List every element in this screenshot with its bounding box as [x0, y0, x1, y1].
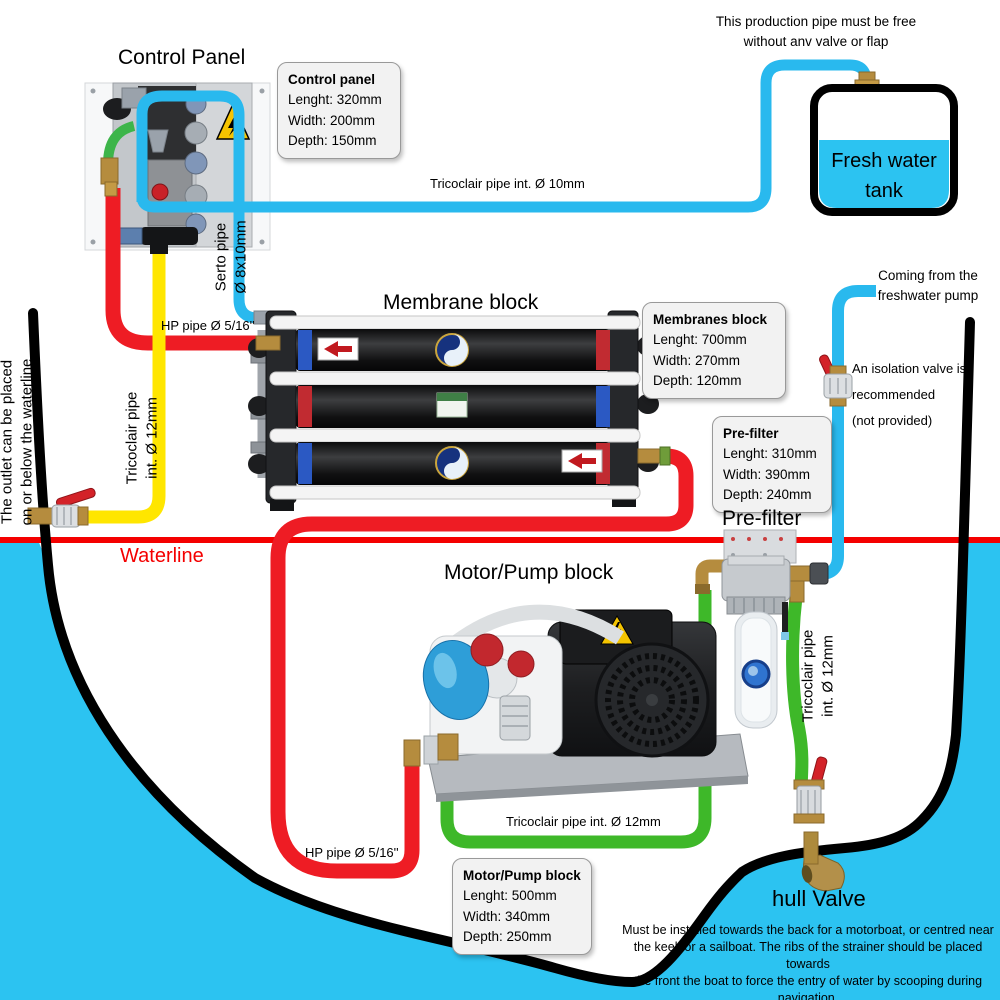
infobox-title: Control panel [288, 72, 375, 87]
infobox-line: Lenght: 700mm [653, 332, 747, 348]
production-pipe-note: This production pipe must be free withou… [715, 14, 917, 50]
motor-pump-infobox: Motor/Pump block Lenght: 500mm Width: 34… [452, 858, 592, 955]
serto-pipe [136, 90, 288, 324]
brine-outlet-pipe [70, 249, 166, 524]
pipes [70, 59, 876, 879]
production-pipe [136, 59, 872, 213]
infobox-title: Motor/Pump block [463, 868, 581, 883]
pre-filter-title: Pre-filter [722, 507, 802, 530]
infobox-line: Lenght: 500mm [463, 888, 557, 904]
fresh-water-tank-label: Fresh water tank [831, 150, 937, 202]
infobox-line: Width: 390mm [723, 466, 811, 482]
tricoclair-12-green-label: Tricoclair pipe int. Ø 12mm [506, 814, 661, 829]
infobox-line: Lenght: 310mm [723, 446, 817, 462]
panel-fittings [100, 121, 169, 254]
prefilter-to-pump-pipe [440, 590, 712, 849]
flow-arrow-sticker [561, 449, 603, 473]
infobox-line: Width: 340mm [463, 908, 551, 924]
infobox-line: Width: 200mm [288, 112, 376, 128]
isolation-valve-note: An isolation valve is recommended (not p… [852, 361, 967, 428]
tricoclair-10-label: Tricoclair pipe int. Ø 10mm [430, 176, 585, 191]
hull-valve-title: hull Valve [772, 886, 866, 911]
hull-valve-graphic [793, 756, 845, 892]
motor-pump-title: Motor/Pump block [444, 561, 614, 584]
tricoclair-12-yellow-label: Tricoclair pipe int. Ø 12mm [123, 391, 161, 485]
infobox-line: Depth: 240mm [723, 486, 812, 502]
pump-red-cap [507, 650, 535, 678]
membrane-block-title: Membrane block [383, 291, 539, 314]
waterline-line [0, 537, 1000, 543]
brass-elbow [695, 559, 728, 594]
serto-pipe-label: Serto pipe Ø 8x10mm [212, 220, 250, 294]
infobox-line: Depth: 150mm [288, 132, 377, 148]
accumulator [422, 639, 490, 721]
hp-pipe-panel-to-membrane [105, 188, 280, 351]
control-panel-infobox: Control panel Lenght: 320mm Width: 200mm… [277, 62, 401, 159]
infobox-title: Pre-filter [723, 426, 779, 441]
hp-pipe-pump-to-membrane [270, 448, 694, 879]
isolation-valve [819, 354, 853, 407]
hull-line [28, 308, 975, 988]
valve-handle [55, 487, 96, 508]
pre-filter-graphic [695, 529, 829, 729]
membrane-block-graphic [248, 310, 671, 511]
infobox-line: Width: 270mm [653, 352, 741, 368]
hullvalve-to-prefilter-pipe [786, 596, 809, 789]
pump-red-cap [470, 633, 504, 667]
infobox-title: Membranes block [653, 312, 768, 327]
outlet-note: The outlet can be placed on or below the… [0, 358, 35, 526]
infobox-line: Depth: 250mm [463, 928, 552, 944]
flow-arrow-sticker [317, 337, 359, 361]
tricoclair-12-right-label: Tricoclair pipe int. Ø 12mm [799, 629, 837, 723]
hp-pipe-upper-label: HP pipe Ø 5/16'' [161, 318, 255, 333]
control-panel-title: Control Panel [118, 46, 246, 69]
hull-valve-note: Must be installed towards the back for a… [622, 923, 994, 1000]
pre-filter-infobox: Pre-filter Lenght: 310mm Width: 390mm De… [712, 416, 832, 513]
infobox-line: Lenght: 320mm [288, 92, 382, 108]
hp-pipe-lower-label: HP pipe Ø 5/16'' [305, 845, 399, 860]
coming-from-note: Coming from the freshwater pump [877, 268, 979, 303]
motor-pump-graphic [403, 604, 749, 802]
waterline-label: Waterline [120, 545, 204, 567]
fresh-water-tank-graphic [810, 71, 958, 216]
membranes-block-infobox: Membranes block Lenght: 700mm Width: 270… [642, 302, 786, 399]
outlet-valve [27, 487, 96, 528]
infobox-line: Depth: 120mm [653, 372, 742, 388]
